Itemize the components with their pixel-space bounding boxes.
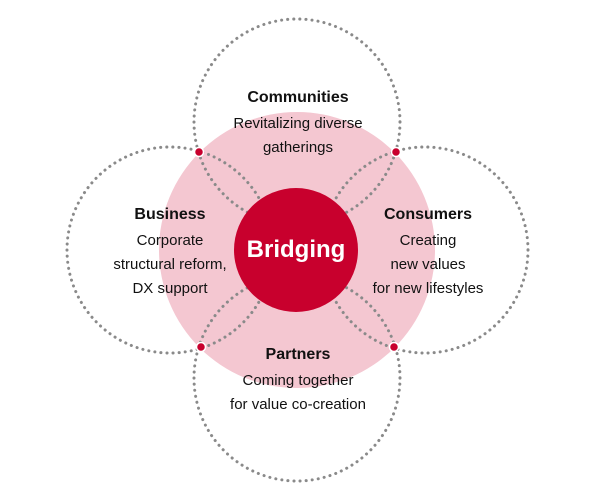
intersection-dot-top-left bbox=[193, 146, 205, 158]
node-text: new values bbox=[390, 256, 466, 273]
node-text: Corporate bbox=[136, 232, 204, 249]
node-title: Partners bbox=[265, 346, 331, 363]
node-consumers: Consumers Creating new values for new li… bbox=[348, 204, 508, 301]
center-label: Bridging bbox=[246, 236, 346, 263]
circle-communities bbox=[192, 17, 402, 227]
node-text: for value co-creation bbox=[230, 396, 366, 413]
center-circle bbox=[234, 188, 358, 312]
node-title: Business bbox=[134, 206, 206, 223]
node-title: Consumers bbox=[383, 206, 473, 223]
circle-partners bbox=[192, 273, 402, 483]
node-text: gatherings bbox=[262, 139, 334, 156]
node-text: Revitalizing diverse bbox=[233, 115, 363, 132]
node-business: Business Corporate structural reform, DX… bbox=[90, 204, 250, 301]
intersection-dot-bottom-right bbox=[388, 341, 400, 353]
node-text: Coming together bbox=[242, 372, 354, 389]
intersection-dot-top-right bbox=[390, 146, 402, 158]
node-text: Creating bbox=[399, 232, 457, 249]
node-text: DX support bbox=[132, 280, 208, 297]
node-title: Communities bbox=[247, 89, 349, 106]
node-communities: Communities Revitalizing diverse gatheri… bbox=[198, 87, 398, 160]
node-partners: Partners Coming together for value co-cr… bbox=[198, 344, 398, 417]
intersection-dot-bottom-left bbox=[195, 341, 207, 353]
node-text: for new lifestyles bbox=[372, 280, 484, 297]
node-text: structural reform, bbox=[113, 256, 227, 273]
